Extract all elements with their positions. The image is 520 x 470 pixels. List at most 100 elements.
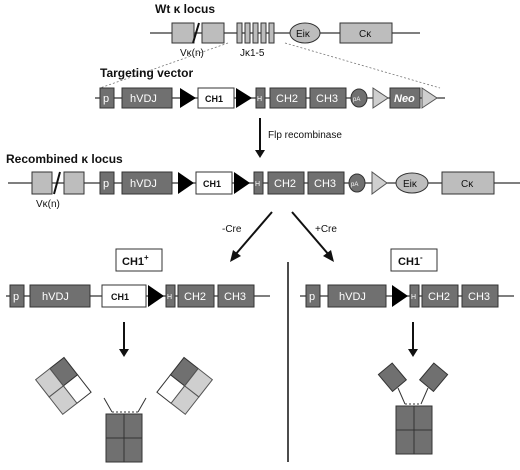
homology-line-right <box>284 42 441 89</box>
rec-eik-enhancer <box>395 172 429 194</box>
rec-vk-segment-2 <box>63 171 85 195</box>
ch1-plus-promoter <box>9 284 25 308</box>
tv-loxp-1 <box>180 88 196 108</box>
wt-vk-segment-1 <box>171 22 195 44</box>
rec-eik-label: Eiκ <box>403 179 418 190</box>
ch1-plus-promoter-label: p <box>13 291 19 303</box>
targeting-vector-title: Targeting vector <box>100 66 193 80</box>
left-hinge <box>103 397 113 413</box>
ch1-plus-ch3 <box>217 284 255 308</box>
ch1-minus-hvdj-label: hVDJ <box>339 291 366 303</box>
tv-hinge-label: H <box>257 96 262 103</box>
tv-frt-1 <box>372 87 389 109</box>
rec-ck-label: Cκ <box>461 179 474 190</box>
wt-jk-4 <box>260 22 267 44</box>
ch1-minus-promoter-label: p <box>309 291 315 303</box>
tv-hvdj <box>121 87 173 109</box>
right-arm <box>156 356 214 416</box>
antibody-with-ch1 <box>34 356 214 463</box>
ch1-minus-ch2-label: CH2 <box>428 291 450 303</box>
flp-label: Flp recombinase <box>268 130 342 141</box>
rec-hvdj-label: hVDJ <box>130 178 157 190</box>
tv-ch1 <box>197 87 235 109</box>
recombined-locus-title: Recombined κ locus <box>6 152 123 166</box>
rec-promoter <box>99 171 115 195</box>
ch1-plus-hinge-label: H <box>167 294 172 301</box>
plus-cre-label: +Cre <box>315 224 337 235</box>
plus-cre-arrow-shaft <box>291 211 330 256</box>
minus-cre-arrow-shaft <box>234 211 273 256</box>
wt-eik-enhancer <box>289 22 321 44</box>
hc-fc-ch3-right <box>413 429 433 455</box>
vh-right <box>418 362 449 393</box>
wt-jk-segments <box>236 22 275 44</box>
ch1-minus-arrow-head <box>408 349 418 357</box>
rec-ch3 <box>307 171 345 195</box>
ch1-plus-ch2-label: CH2 <box>184 291 206 303</box>
antibody-without-ch1 <box>377 362 449 455</box>
rec-ch2-label: CH2 <box>274 178 296 190</box>
ch1-minus-ch2 <box>421 284 459 308</box>
vh-left <box>377 362 408 393</box>
rec-hinge-label: H <box>255 181 260 188</box>
ch1-minus-ch3 <box>461 284 499 308</box>
tv-ch2 <box>269 87 307 109</box>
tv-polya-label: pA <box>353 97 360 103</box>
rec-hinge <box>253 171 264 195</box>
ch1-plus-ch1-label: CH1 <box>111 292 129 302</box>
recombined-kappa-locus: Recombined κ locus Vκ(n) p hVDJ CH1 H CH… <box>6 152 520 210</box>
ch1-plus-hvdj <box>29 284 91 308</box>
homology-line-left <box>99 42 229 89</box>
vh-right-hinge <box>420 387 429 405</box>
wt-jk-5 <box>268 22 275 44</box>
ch1-minus-promoter <box>305 284 321 308</box>
tv-ch2-label: CH2 <box>276 93 298 105</box>
rec-ch1 <box>195 171 233 195</box>
ch1-plus-loxp <box>148 285 164 307</box>
cre-branch: -Cre +Cre <box>222 211 337 262</box>
tv-ch3 <box>309 87 347 109</box>
ch1-plus-ch2 <box>177 284 215 308</box>
wt-ck-segment <box>339 22 393 44</box>
rec-frt <box>371 171 388 195</box>
ch1-minus-hinge <box>409 284 420 308</box>
vh-left-hinge <box>397 387 406 405</box>
fc-ch3-right <box>123 437 143 463</box>
tv-promoter-label: p <box>103 93 109 105</box>
rec-vk-label: Vκ(n) <box>36 199 60 210</box>
plus-cre-arrow-head <box>323 250 334 262</box>
tv-neo <box>389 87 421 109</box>
ch1-plus-label-box <box>115 248 163 272</box>
left-cl <box>48 385 78 416</box>
tv-ch3-label: CH3 <box>316 93 338 105</box>
rec-vk-segment-1 <box>31 171 53 195</box>
ch1-minus-ch3-label: CH3 <box>468 291 490 303</box>
tv-promoter <box>99 87 115 109</box>
ch1-minus-label: CH1- <box>398 253 423 268</box>
fc-ch3-left <box>105 437 125 463</box>
ch1-plus-hvdj-label: hVDJ <box>42 291 69 303</box>
rec-ch1-label: CH1 <box>203 179 221 189</box>
wt-jk-1 <box>236 22 243 44</box>
ch1-plus-arrow-head <box>119 349 129 357</box>
flp-step: Flp recombinase <box>255 118 342 158</box>
wt-eik-label: Eiκ <box>296 29 311 40</box>
ch1-minus-label-box <box>390 248 438 272</box>
tv-loxp-2 <box>236 88 252 108</box>
right-cl <box>170 385 200 416</box>
left-arm <box>34 356 92 416</box>
tv-neo-label: Neo <box>394 93 415 105</box>
hc-fc-ch3-left <box>395 429 415 455</box>
hc-fc-ch2-right <box>413 405 433 431</box>
wt-jk-3 <box>252 22 259 44</box>
fc-ch2-left <box>105 413 125 439</box>
wt-jk-label: Jκ1-5 <box>240 48 265 59</box>
rec-loxp-2 <box>234 172 250 194</box>
rec-ch2 <box>267 171 305 195</box>
rec-polya <box>348 173 366 193</box>
tv-hinge <box>255 87 266 109</box>
tv-hvdj-label: hVDJ <box>130 93 157 105</box>
wt-jk-2 <box>244 22 251 44</box>
wt-ck-label: Cκ <box>359 29 372 40</box>
